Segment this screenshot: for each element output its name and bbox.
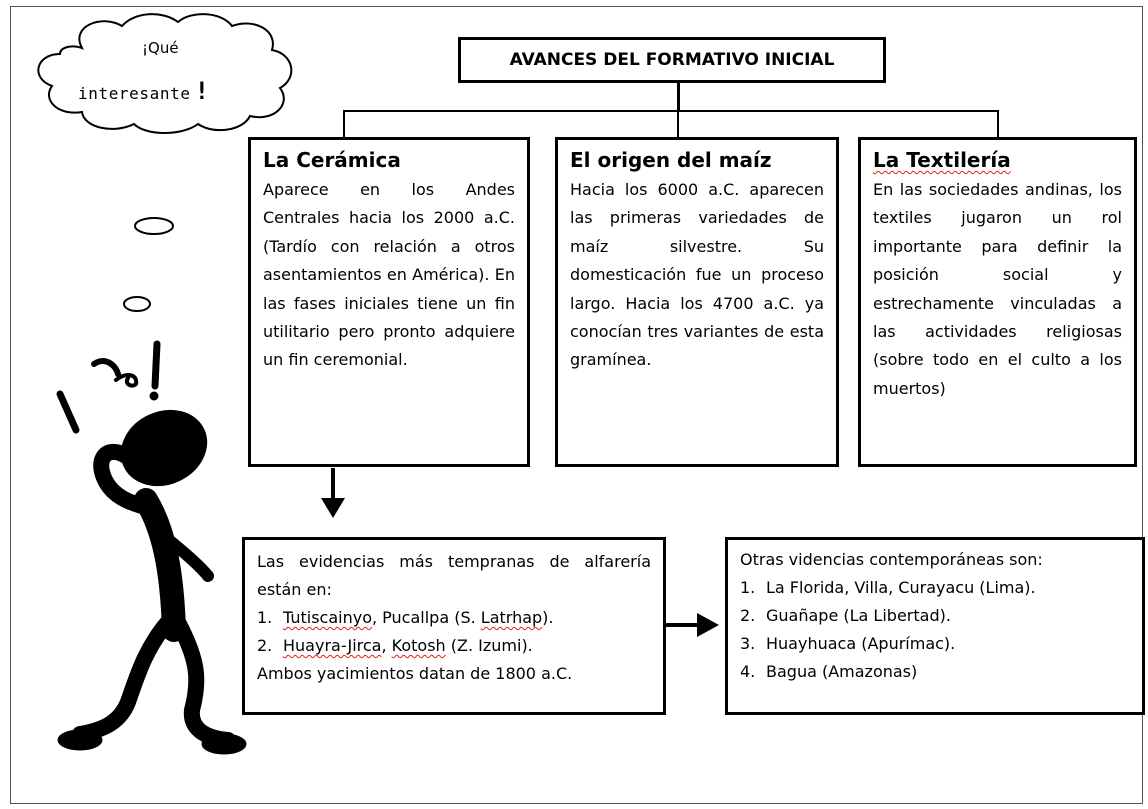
thought-dots-icon [123,217,174,312]
connector-horizontal [343,110,999,112]
title-box: AVANCES DEL FORMATIVO INICIAL [458,37,886,83]
list-item: 3.Huayhuaca (Apurímac). [740,634,956,653]
bubble-text-line2: interesante! [78,77,210,105]
others-box: Otras videncias contemporáneas son: 1.La… [725,537,1145,715]
connector-card3 [997,110,999,140]
others-intro: Otras videncias contemporáneas son: [740,550,1043,569]
list-item: 1.Tutiscainyo, Pucallpa (S. Latrhap). [257,608,554,627]
diagram-title: AVANCES DEL FORMATIVO INICIAL [509,50,835,70]
thought-bubble-icon [37,13,293,134]
evidence-intro: Las evidencias más tempranas de alfarerí… [257,552,651,599]
card-ceramica: La Cerámica Aparece en los Andes Central… [248,137,530,467]
card-heading: El origen del maíz [570,148,772,172]
evidence-list: 1.Tutiscainyo, Pucallpa (S. Latrhap). 2.… [257,604,651,660]
card-text: Hacia los 6000 a.C. aparecen las primera… [570,180,824,370]
card-text: En las sociedades andinas, los textiles … [873,180,1122,398]
confused-figure-icon [56,340,247,755]
card-text: Aparece en los Andes Centrales hacia los… [263,180,515,370]
connector-card2 [677,110,679,140]
list-item: 2.Huayra-Jirca, Kotosh (Z. Izumi). [257,636,533,655]
connector-card1 [343,110,345,140]
evidence-box: Las evidencias más tempranas de alfarerí… [242,537,666,715]
card-maiz: El origen del maíz Hacia los 6000 a.C. a… [555,137,839,467]
bubble-exclaim: ! [194,77,210,105]
arrow-right-icon [665,613,719,637]
bubble-word: interesante [78,84,191,103]
card-heading: La Textilería [873,148,1011,172]
card-heading: La Cerámica [263,148,401,172]
others-list: 1.La Florida, Villa, Curayacu (Lima). 2.… [740,574,1130,686]
list-item: 4.Bagua (Amazonas) [740,662,918,681]
evidence-footer: Ambos yacimientos datan de 1800 a.C. [257,664,573,683]
card-textileria: La Textilería En las sociedades andinas,… [858,137,1137,467]
list-item: 1.La Florida, Villa, Curayacu (Lima). [740,578,1036,597]
connector-title-down [677,82,680,112]
bubble-text-line1: ¡Qué [142,39,179,57]
arrow-down-icon [321,468,345,518]
page-frame [10,6,1143,804]
list-item: 2.Guañape (La Libertad). [740,606,951,625]
